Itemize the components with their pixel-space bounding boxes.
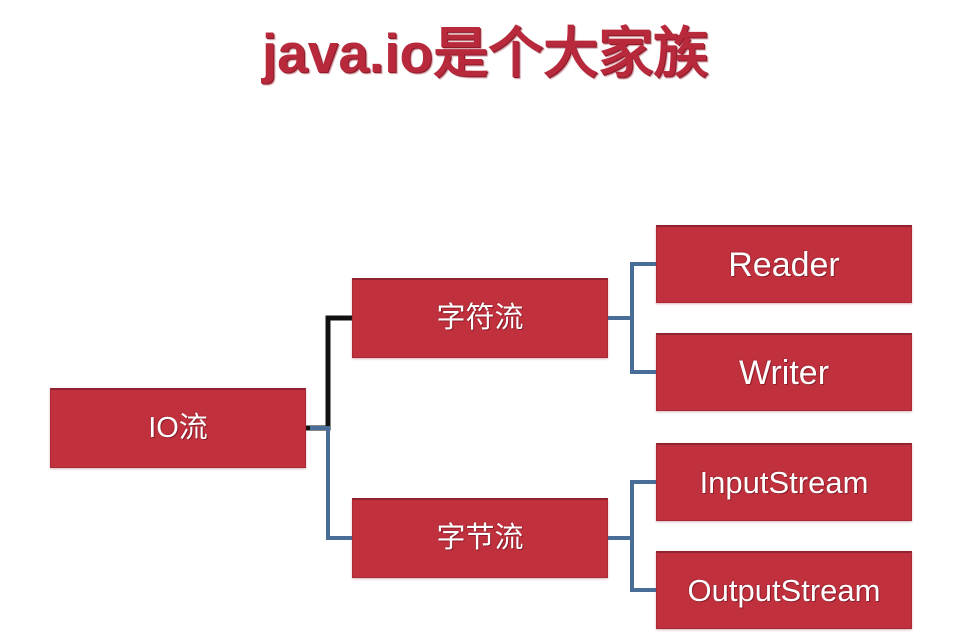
node-io-stream[interactable]: IO流 — [50, 388, 306, 468]
connector-byte-stream-to-inputstream — [608, 480, 656, 540]
node-reader-label: Reader — [728, 245, 840, 284]
page-title: java.io是个大家族 — [261, 22, 709, 84]
node-inputstream-label: InputStream — [699, 465, 869, 500]
connector-char-stream-to-writer — [608, 316, 656, 374]
connector-io-to-byte-stream — [310, 426, 352, 540]
connector-byte-stream-to-outputstream — [608, 536, 656, 592]
node-char-stream-label: 字符流 — [436, 302, 524, 334]
node-io-stream-label: IO流 — [148, 412, 208, 444]
node-writer-label: Writer — [738, 353, 830, 392]
node-byte-stream-label: 字节流 — [436, 522, 524, 554]
node-inputstream[interactable]: InputStream — [656, 443, 912, 521]
connector-char-stream-to-reader — [608, 262, 656, 320]
connector-io-to-char-stream — [306, 315, 352, 431]
node-char-stream[interactable]: 字符流 — [352, 278, 608, 358]
node-outputstream[interactable]: OutputStream — [656, 551, 912, 629]
node-byte-stream[interactable]: 字节流 — [352, 498, 608, 578]
node-outputstream-label: OutputStream — [687, 573, 881, 608]
node-reader[interactable]: Reader — [656, 225, 912, 303]
node-writer[interactable]: Writer — [656, 333, 912, 411]
